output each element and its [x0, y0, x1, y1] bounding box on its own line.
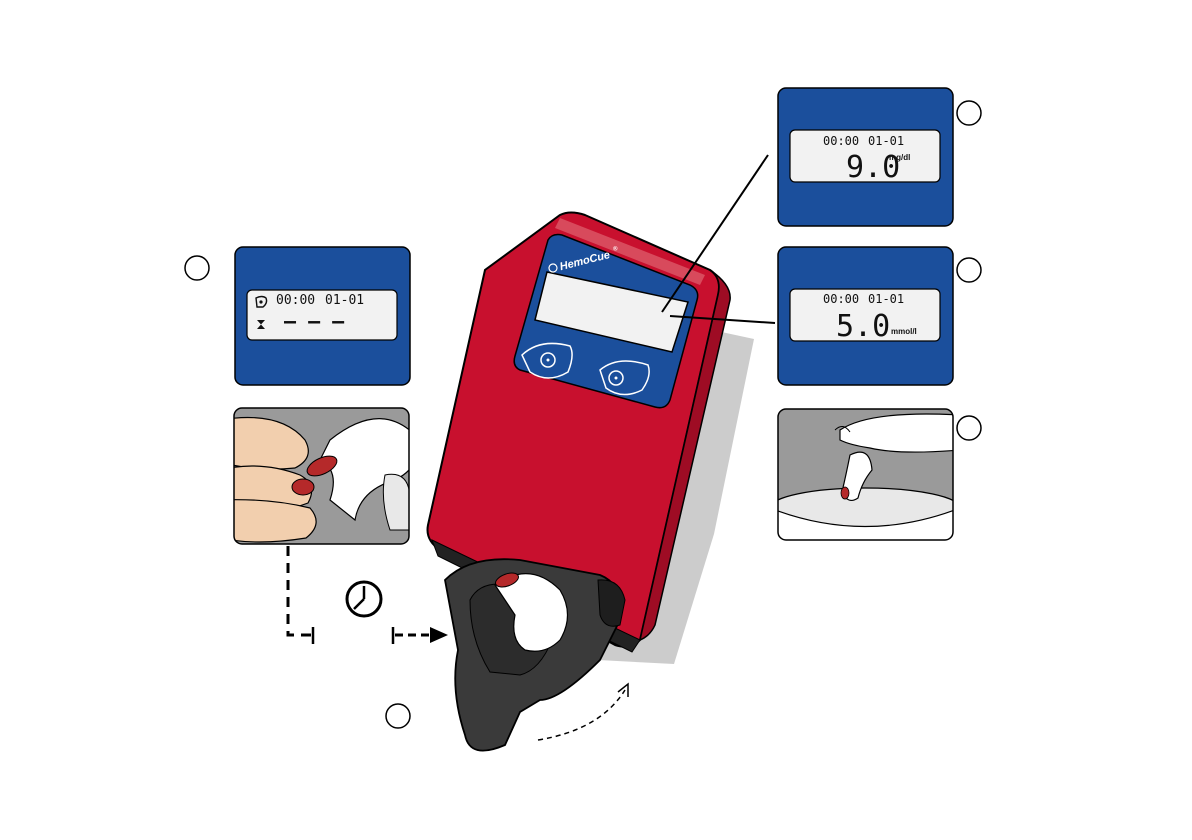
- device-button-right[interactable]: [600, 361, 649, 395]
- clock-icon: [347, 582, 381, 616]
- step-circle-1: [185, 256, 209, 280]
- display-panel-waiting: 00:00 01-01 – – –: [235, 247, 410, 385]
- cuvette-disposal-illustration: [770, 409, 960, 560]
- lcd-unit: mmol/l: [891, 327, 917, 336]
- lcd-value: 5.0: [836, 309, 890, 344]
- dashed-connector: [288, 546, 312, 635]
- display-panel-mmol: 00:00 01-01 5.0 mmol/l: [778, 247, 953, 385]
- display-panel-mgdl: 00:00 01-01 9.0 mg/dl: [778, 88, 953, 226]
- step-circle-5: [957, 416, 981, 440]
- step-circle-2: [386, 704, 410, 728]
- step-circle-4: [957, 258, 981, 282]
- lcd-date: 01-01: [325, 293, 364, 308]
- lcd-time: 00:00: [823, 292, 859, 306]
- lcd-date: 01-01: [868, 292, 904, 306]
- lcd-unit: mg/dl: [889, 153, 910, 162]
- lcd-time: 00:00: [276, 293, 315, 308]
- lcd-time: 00:00: [823, 134, 859, 148]
- cuvette-holder[interactable]: [445, 559, 625, 750]
- lcd-date: 01-01: [868, 134, 904, 148]
- finger-sample-illustration: [220, 408, 418, 544]
- arrow-icon: [393, 627, 448, 644]
- step-circle-3: [957, 101, 981, 125]
- lcd-result-dashes: – – –: [284, 309, 345, 333]
